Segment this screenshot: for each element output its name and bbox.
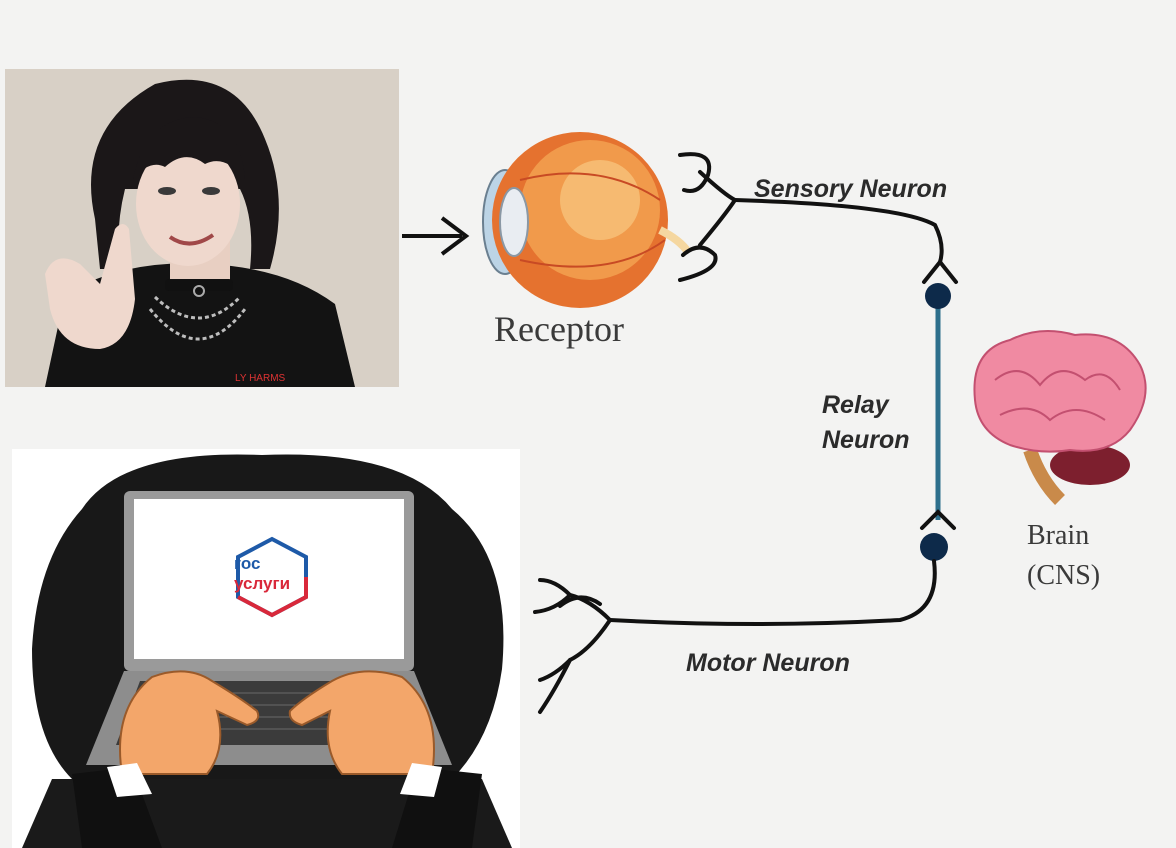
logo-line2: услуги: [234, 574, 290, 593]
shirt-print: LY HARMS: [235, 373, 286, 384]
motor-neuron-line: [533, 559, 937, 714]
gosuslugi-logo: гос услуги: [234, 536, 308, 618]
sensory-neuron-label: Sensory Neuron: [754, 175, 947, 203]
synapse-node-top: [925, 283, 951, 309]
laptop-illustration: гос услуги: [12, 449, 520, 848]
person-photo: LY HARMS: [5, 69, 399, 387]
laptop-screen: [134, 499, 404, 659]
input-arrow: [402, 216, 470, 256]
relay-label-line1: Relay: [822, 391, 890, 419]
logo-line1: гос: [234, 554, 260, 573]
synapse-node-bottom: [920, 533, 948, 561]
eye-receptor-icon: [482, 132, 692, 308]
brain-label-line2: (CNS): [1027, 560, 1100, 591]
receptor-label: Receptor: [494, 309, 624, 349]
relay-label-line2: Neuron: [822, 426, 910, 454]
hand: [45, 224, 135, 349]
relay-neuron-line: [920, 283, 956, 561]
left-hand: [72, 670, 260, 848]
brain-label-line1: Brain: [1027, 520, 1089, 551]
face: [136, 142, 240, 266]
person-illustration: LY HARMS: [5, 69, 399, 387]
motor-neuron-label: Motor Neuron: [686, 649, 850, 677]
right-hand: [288, 670, 482, 848]
sensory-neuron-line: [678, 152, 958, 284]
brain-icon: [973, 330, 1147, 505]
